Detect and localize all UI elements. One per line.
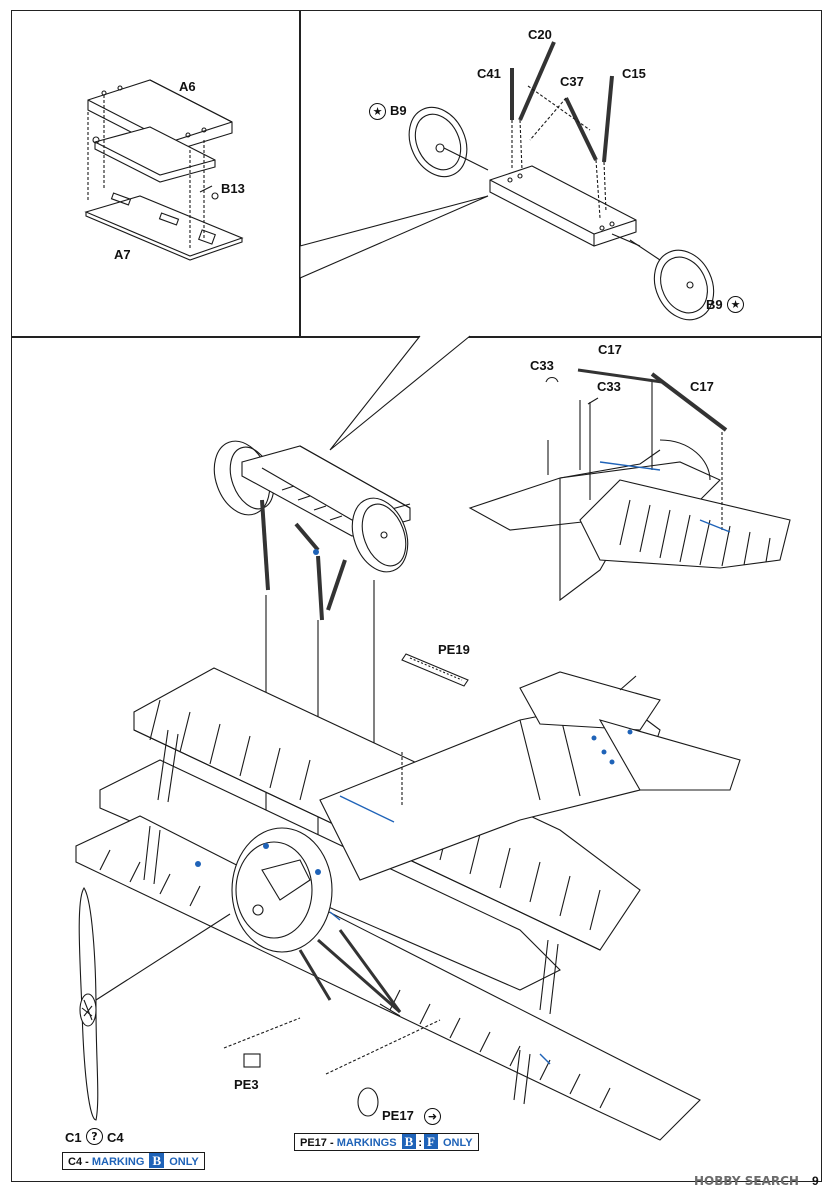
label-b9-left: B9 — [390, 103, 407, 118]
fuselage-main — [231, 671, 741, 1017]
question-icon: ? — [86, 1128, 103, 1145]
b13-part — [92, 126, 219, 200]
star-icon: ★ — [369, 103, 386, 120]
tail-detail — [468, 368, 791, 602]
arrow-icon: ➜ — [424, 1108, 441, 1125]
note-marking-bf-prefix: PE17 - — [300, 1137, 337, 1149]
marking-b-badge: B — [149, 1153, 165, 1168]
label-a6: A6 — [179, 79, 196, 94]
a6-part — [87, 79, 233, 153]
marking-f-badge: F — [423, 1134, 438, 1149]
label-b9-right: B9 — [706, 297, 723, 312]
label-c15: C15 — [622, 66, 646, 81]
label-c17-b: C17 — [690, 379, 714, 394]
note-marking-bf-suffix: ONLY — [443, 1137, 473, 1149]
note-marking-bf-text: MARKINGS — [336, 1137, 397, 1149]
star-icon: ★ — [727, 296, 744, 313]
label-pe19: PE19 — [438, 642, 470, 657]
label-a7: A7 — [114, 247, 131, 262]
struts-part — [510, 41, 614, 219]
label-c33-a: C33 — [530, 358, 554, 373]
pe3-part — [223, 1017, 301, 1068]
blue-lines — [329, 461, 731, 1065]
label-c20: C20 — [528, 27, 552, 42]
label-c41: C41 — [477, 66, 501, 81]
watermark: HOBBY SEARCH — [694, 1174, 799, 1188]
label-b13: B13 — [221, 181, 245, 196]
note-marking-b-text: MARKING — [91, 1156, 145, 1168]
pe19-part — [401, 653, 469, 806]
marking-b-badge: B — [401, 1134, 417, 1149]
wheel-left-part — [408, 106, 489, 178]
label-c4: C4 — [107, 1130, 124, 1145]
label-pe17: PE17 — [382, 1108, 414, 1123]
panel-main — [11, 336, 822, 1182]
blue-highlights — [195, 549, 633, 875]
propeller-part — [78, 887, 231, 1121]
note-marking-bf-sep: : — [418, 1137, 422, 1149]
label-pe3: PE3 — [234, 1077, 259, 1092]
panel-top-right — [299, 10, 822, 338]
pe17-part — [325, 1019, 441, 1117]
a7-part — [84, 192, 244, 261]
note-marking-b-prefix: C4 - — [68, 1156, 92, 1168]
a6-guides — [87, 95, 205, 250]
label-c17-a: C17 — [598, 342, 622, 357]
note-marking-bf: PE17 - MARKINGS B:F ONLY — [294, 1133, 479, 1151]
wheel-right-part — [629, 239, 715, 321]
axle-fairing-part — [489, 165, 641, 247]
label-c33-b: C33 — [597, 379, 621, 394]
note-marking-b-suffix: ONLY — [169, 1156, 199, 1168]
note-marking-b: C4 - MARKING B ONLY — [62, 1152, 205, 1170]
label-c37: C37 — [560, 74, 584, 89]
label-c1: C1 — [65, 1130, 82, 1145]
panel-top-left — [11, 10, 301, 338]
axle-assembly-main — [213, 440, 411, 621]
page-number: 9 — [812, 1174, 819, 1188]
